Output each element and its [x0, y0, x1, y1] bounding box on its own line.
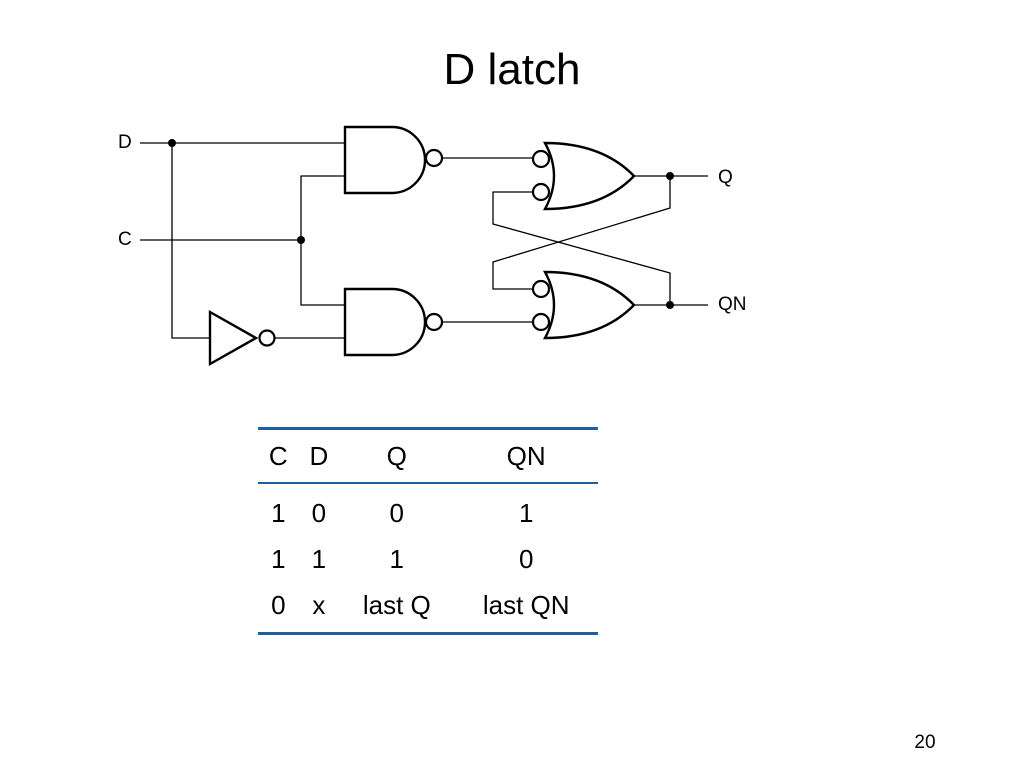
- table-cell: 1: [311, 543, 327, 574]
- table-cell: 1: [271, 497, 286, 528]
- table-cell: last QN: [482, 589, 570, 620]
- junction-dot-q: [666, 172, 674, 180]
- table-cell: 1: [518, 497, 534, 528]
- column-header-qn: QN: [454, 428, 598, 484]
- table-cell: 1: [389, 543, 405, 574]
- table-header-row: C D Q QN: [258, 428, 598, 484]
- or-gate-top: [531, 141, 636, 211]
- inversion-bubble: [531, 182, 551, 202]
- input-label-d: D: [118, 132, 132, 153]
- table-row: 1 0 0 1: [258, 483, 598, 536]
- table-row: 1 1 1 0: [258, 536, 598, 582]
- table-cell: last Q: [362, 589, 431, 620]
- page-number: 20: [914, 732, 936, 753]
- wire-q-feedback: [492, 176, 671, 290]
- inversion-bubble: [531, 149, 551, 169]
- output-label-q: Q: [718, 167, 733, 188]
- nand-gate-top: [343, 125, 444, 195]
- wire-c-to-nands: [300, 175, 345, 306]
- inversion-bubble: [424, 148, 444, 168]
- d-latch-circuit-diagram: D C Q QN: [118, 125, 747, 367]
- wire-d-to-inverter: [171, 143, 210, 339]
- column-header-d: D: [298, 428, 340, 484]
- junction-dot-c: [297, 236, 305, 244]
- inversion-bubble: [258, 329, 276, 347]
- inversion-bubble: [424, 312, 444, 332]
- nand-gate-bottom: [343, 287, 444, 357]
- table-cell: x: [312, 589, 326, 620]
- inverter-gate: [208, 309, 276, 367]
- or-gate-bottom: [531, 270, 636, 340]
- input-label-c: C: [118, 229, 132, 250]
- wires: [140, 142, 708, 339]
- table-cell: 0: [271, 589, 286, 620]
- column-header-c: C: [258, 428, 299, 484]
- truth-table: C D Q QN 1 0 0 1 1 1 1 0 0 x last Q last…: [258, 427, 598, 635]
- table-cell: 0: [518, 543, 534, 574]
- junction-dot-d: [168, 139, 176, 147]
- slide-title: D latch: [443, 45, 581, 94]
- table-cell: 1: [271, 543, 286, 574]
- inversion-bubble: [531, 312, 551, 332]
- output-label-qn: QN: [718, 294, 747, 315]
- column-header-q: Q: [339, 428, 455, 484]
- inversion-bubble: [531, 279, 551, 299]
- table-cell: 0: [389, 497, 405, 528]
- wire-qn-feedback: [492, 191, 671, 305]
- table-cell: 0: [311, 497, 327, 528]
- table-row: 0 x last Q last QN: [258, 582, 598, 634]
- junction-dot-qn: [666, 301, 674, 309]
